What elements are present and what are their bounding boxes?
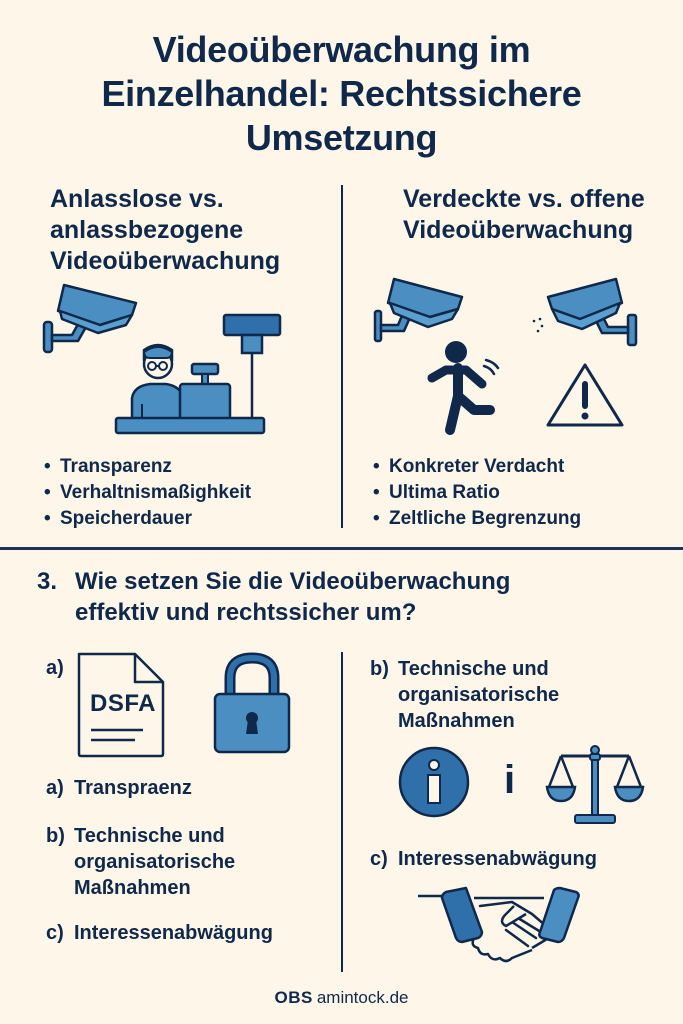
document-label: DSFA [90,690,157,717]
question-number: 3. [37,568,58,595]
list-item: b) Technische und organisatorische Maßna… [46,823,235,901]
page-title: Videoüberwachung im Einzelhandel: Rechts… [0,28,683,160]
item-label: b) [46,825,65,847]
footer-domain: amintock.de [316,988,409,1007]
left-section-heading: Anlasslose vs. anlassbezogene Videoüberw… [50,184,280,277]
item-text: Interessenabwägung [398,848,597,870]
item-label: a) [46,777,64,799]
list-item: c) Interessenabwägung [46,920,273,946]
bullet-item: Konkreter Verdacht [373,454,581,480]
horizontal-divider [0,547,683,550]
item-text: organisatorische [74,851,236,873]
title-line-3: Umsetzung [245,117,438,158]
item-label: c) [370,848,388,870]
right-bullet-list: Konkreter Verdacht Ultima Ratio Zeltlich… [373,454,581,532]
item-text: Maßnahmen [398,710,515,732]
security-camera-icon [546,277,638,347]
signal-dots-icon [532,317,544,333]
item-text: Interessenabwägung [74,922,273,944]
warning-triangle-icon [546,363,624,427]
title-line-2: Einzelhandel: Rechtssichere [101,73,582,114]
right-section-heading: Verdeckte vs. offene Videoüberwachung [403,184,645,246]
question-heading: 3. Wie setzen Sie die Videoüberwachung ef… [37,566,510,628]
left-heading-line-1: Anlasslose vs. [50,185,224,213]
item-label: c) [46,922,64,944]
left-heading-line-2: anlassbezogene [50,216,244,244]
left-heading-line-3: Videoüberwachung [50,247,281,275]
padlock-icon [213,652,291,754]
list-item: c) Interessenabwägung [370,846,597,872]
scales-icon [545,745,645,824]
item-text: organisatorische [398,684,560,706]
question-line-1: Wie setzen Sie die Videoüberwachung [75,568,511,595]
right-heading-line-1: Verdeckte vs. offene [403,185,645,213]
bullet-item: Transparenz [44,454,251,480]
bullet-item: Speicherdauer [44,506,251,532]
item-text: Technische und [74,825,225,847]
document-icon [77,652,165,758]
left-bullet-list: Transparenz Verhaltnismaßighkeit Speiche… [44,454,251,532]
right-heading-line-2: Videoüberwachung [403,216,634,244]
list-item: a) Transpraenz [46,775,192,801]
question-line-2: effektiv und rechtssicher um? [75,599,417,626]
item-text: Transpraenz [74,777,192,799]
security-camera-icon [373,277,464,343]
bullet-item: Zeltliche Begrenzung [373,506,581,532]
security-camera-icon [42,283,138,354]
footer-brand-logo: OBS [274,988,313,1007]
item-text: Technische und [398,658,549,680]
item-text: Maßnahmen [74,877,191,899]
item-label: b) [370,658,389,680]
upper-vertical-divider [341,185,343,528]
list-item: b) Technische und organisatorische Maßna… [370,656,559,734]
handshake-icon [418,886,580,963]
info-letter: i [504,758,516,802]
bullet-item: Ultima Ratio [373,480,581,506]
title-line-1: Videoüberwachung im [152,29,531,70]
running-person-icon [427,341,500,435]
top-label-a: a) [46,657,64,679]
ceiling-monitor-icon [222,313,282,422]
bullet-item: Verhaltnismaßighkeit [44,480,251,506]
lower-vertical-divider [341,652,343,972]
info-circle-icon [398,746,470,818]
counter-icon [114,416,266,435]
